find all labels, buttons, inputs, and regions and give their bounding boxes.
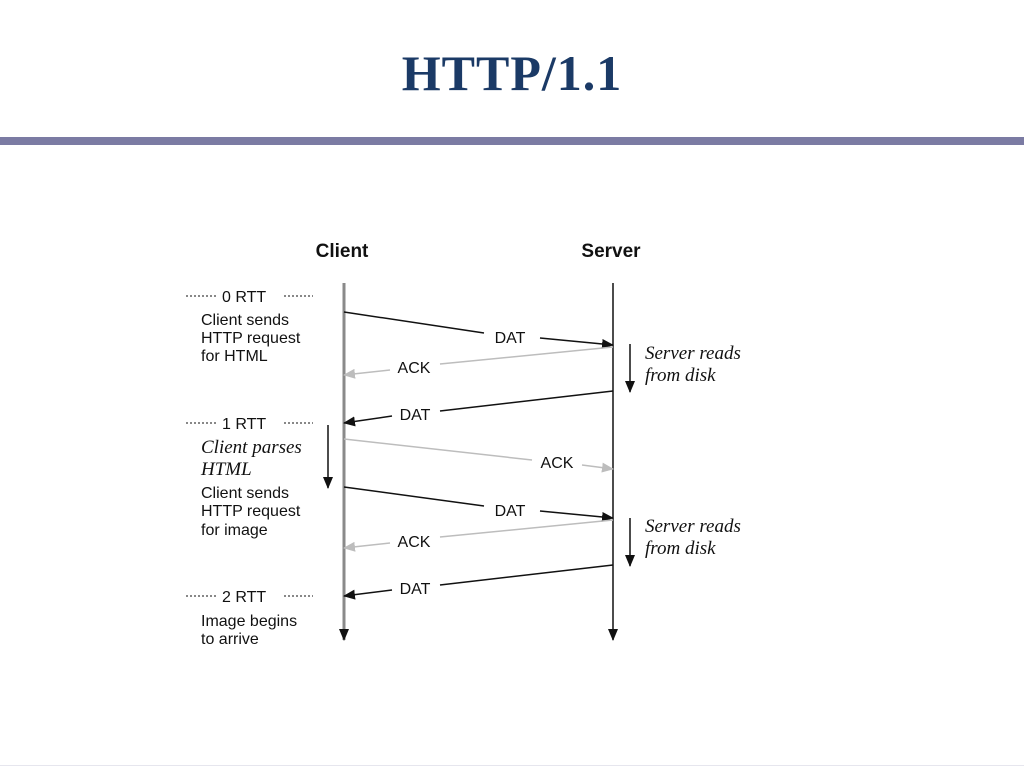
svg-text:for HTML: for HTML [201,348,268,365]
message-label: ACK [541,455,574,472]
server-note-reads-2: Server reads from disk [645,516,741,559]
message-dat-3: DAT [343,486,614,522]
svg-text:from disk: from disk [645,538,716,559]
message-label: ACK [398,360,431,377]
svg-text:from disk: from disk [645,365,716,386]
svg-text:Server reads: Server reads [645,343,741,364]
client-header: Client [316,241,369,262]
svg-text:Client parses: Client parses [201,437,302,458]
svg-text:to arrive: to arrive [201,631,259,648]
svg-text:Image begins: Image begins [201,613,297,630]
message-ack-2: ACK [343,438,614,473]
message-label: DAT [495,503,526,520]
message-ack-1: ACK [343,346,614,379]
svg-text:HTML: HTML [200,459,252,480]
message-label: DAT [400,407,431,424]
title-divider [0,137,1024,145]
rtt-marker-1: 1 RTT [186,416,313,433]
svg-text:HTTP request: HTTP request [201,503,301,520]
rtt-label-0: 0 RTT [222,289,266,306]
client-note-arrive: Image begins to arrive [201,613,297,648]
server-note-reads-1: Server reads from disk [645,343,741,386]
client-note-send-html: Client sends HTTP request for HTML [201,312,301,365]
rtt-marker-2: 2 RTT [186,589,313,606]
client-note-send-image: Client sends HTTP request for image [201,485,301,539]
svg-text:Server reads: Server reads [645,516,741,537]
svg-text:Client sends: Client sends [201,485,289,502]
svg-text:for image: for image [201,522,268,539]
svg-text:HTTP request: HTTP request [201,330,301,347]
slide-title: HTTP/1.1 [401,45,623,101]
message-dat-1: DAT [343,311,614,349]
message-label: DAT [495,330,526,347]
server-header: Server [581,241,641,262]
rtt-marker-0: 0 RTT [186,289,313,306]
message-dat-4: DAT [343,564,614,600]
message-dat-2: DAT [343,390,614,427]
rtt-label-2: 2 RTT [222,589,266,606]
svg-text:Client sends: Client sends [201,312,289,329]
footer-divider [0,765,1024,766]
rtt-label-1: 1 RTT [222,416,266,433]
message-label: DAT [400,581,431,598]
message-ack-3: ACK [343,519,614,552]
message-label: ACK [398,534,431,551]
client-note-parses: Client parses HTML [200,437,302,480]
